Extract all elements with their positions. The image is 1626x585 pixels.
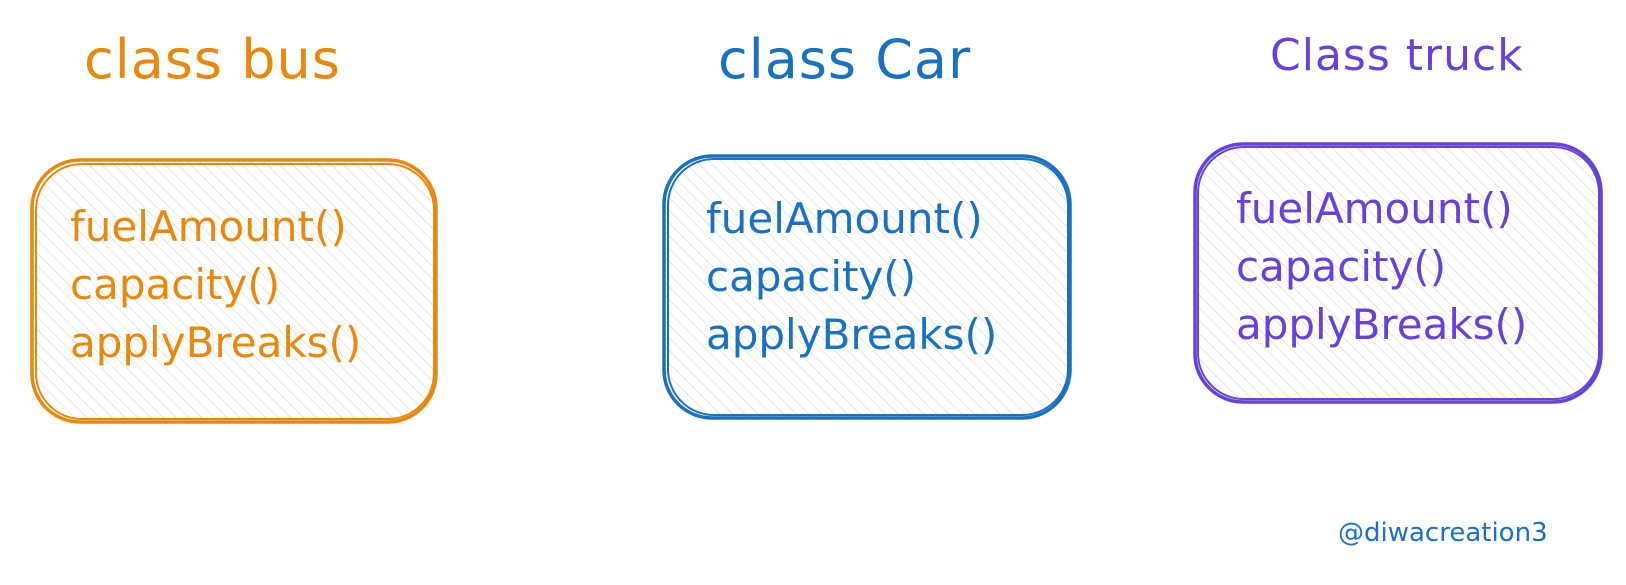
car-box-outline xyxy=(662,154,1072,420)
bus-method-list: fuelAmount() capacity() applyBreaks() xyxy=(70,198,361,372)
bus-class-box xyxy=(30,158,438,424)
bus-box-outline xyxy=(30,158,438,424)
car-method-fuel-amount: fuelAmount() xyxy=(706,194,983,243)
truck-method-fuel-amount: fuelAmount() xyxy=(1236,184,1513,233)
author-credit: @diwacreation3 xyxy=(1338,518,1548,548)
car-method-apply-breaks: applyBreaks() xyxy=(706,310,998,359)
truck-method-apply-breaks: applyBreaks() xyxy=(1236,300,1528,349)
car-method-capacity: capacity() xyxy=(706,252,917,301)
bus-method-fuel-amount: fuelAmount() xyxy=(70,202,347,251)
truck-method-capacity: capacity() xyxy=(1236,242,1447,291)
truck-class-box xyxy=(1193,142,1603,404)
car-class-title: class Car xyxy=(718,28,972,91)
car-class-box xyxy=(662,154,1072,420)
bus-method-apply-breaks: applyBreaks() xyxy=(70,318,362,367)
truck-method-list: fuelAmount() capacity() applyBreaks() xyxy=(1236,180,1527,354)
truck-box-outline xyxy=(1193,142,1603,404)
bus-method-capacity: capacity() xyxy=(70,260,281,309)
bus-class-title: class bus xyxy=(84,28,341,91)
car-method-list: fuelAmount() capacity() applyBreaks() xyxy=(706,190,997,364)
truck-class-title: Class truck xyxy=(1270,30,1524,81)
